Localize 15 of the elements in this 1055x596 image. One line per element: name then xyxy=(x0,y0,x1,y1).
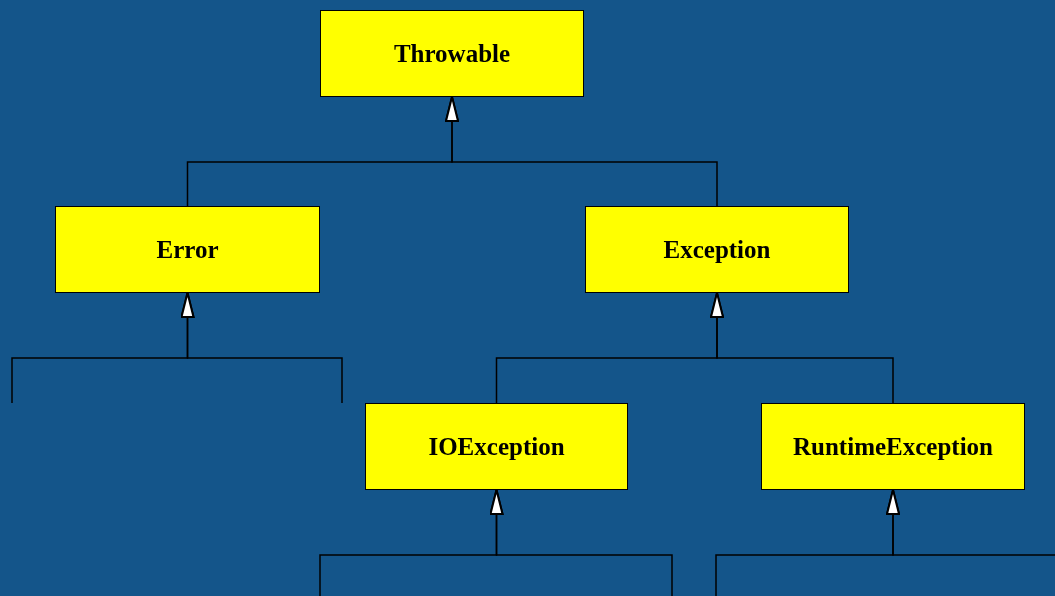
class-box xyxy=(320,10,584,97)
inheritance-arrow xyxy=(710,292,894,404)
class-name: RuntimeException xyxy=(793,432,993,461)
inheritance-arrow xyxy=(489,489,673,596)
inheritance-arrow xyxy=(886,489,1055,556)
class-name: Error xyxy=(156,235,219,264)
class-box xyxy=(365,403,628,490)
class-box xyxy=(585,206,849,293)
class-box xyxy=(55,206,320,293)
class-box xyxy=(761,403,1025,490)
class-name: Throwable xyxy=(393,39,511,68)
inheritance-arrow xyxy=(445,96,718,207)
inheritance-arrow xyxy=(180,292,343,404)
class-name: Exception xyxy=(663,235,771,264)
class-name: IOException xyxy=(428,432,565,461)
